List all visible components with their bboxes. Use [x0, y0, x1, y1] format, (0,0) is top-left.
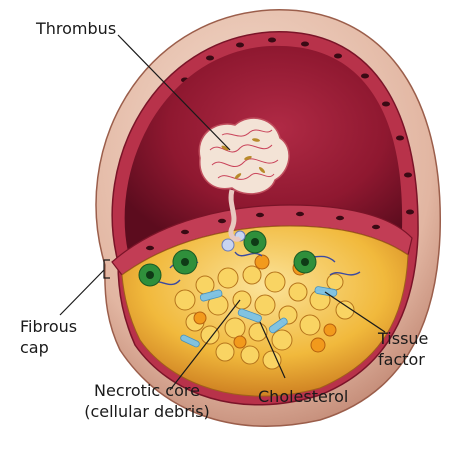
thrombus — [198, 117, 290, 242]
leader-lines — [59, 34, 386, 391]
plaque-endothelial-cells — [146, 211, 380, 251]
fibrous-cap-bracket — [103, 259, 110, 279]
thrombus-label: Thrombus — [36, 19, 117, 38]
tissue-factor-label: Tissue factor — [378, 329, 429, 369]
macrophages — [138, 230, 317, 287]
necrotic-core-label: Necrotic core (cellular debris) — [84, 381, 210, 421]
fibrous-cap-label: Fibrous cap — [20, 317, 78, 357]
cholesterol-label: Cholesterol — [258, 387, 349, 406]
cholesterol-crystals — [180, 286, 338, 348]
